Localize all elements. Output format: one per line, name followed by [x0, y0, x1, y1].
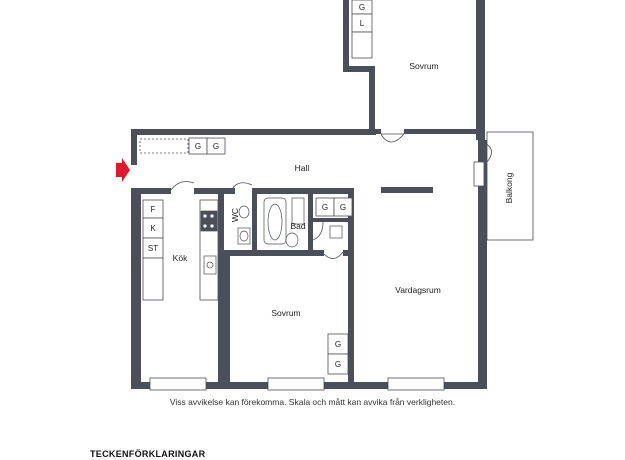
fixture-label: L [360, 19, 365, 28]
fixture-label: ST [148, 244, 158, 253]
fixture-label: F [151, 205, 156, 214]
fixture-label: G [195, 142, 201, 151]
windows [149, 161, 485, 391]
appliances [200, 197, 343, 275]
entrance-arrow-icon [116, 158, 130, 182]
room-label-balkong: Balkong [504, 172, 514, 203]
room-label-vardagsrum: Vardagsrum [395, 285, 441, 295]
fixture-labels: G L G G G G F K ST G G [148, 3, 365, 369]
room-labels: Sovrum Hall Balkong WC Bad Kök Sovrum Va… [173, 61, 514, 318]
room-label-sovrum-bottom: Sovrum [271, 308, 300, 318]
balcony [486, 131, 534, 241]
fixture-label: K [150, 224, 156, 233]
fixture-label: G [340, 203, 346, 212]
room-label-kok: Kök [173, 253, 188, 263]
fixture-label: G [359, 3, 365, 12]
fixture-label: G [213, 142, 219, 151]
walls [131, 0, 487, 389]
fixture-label: G [335, 340, 341, 349]
room-label-sovrum-top: Sovrum [409, 61, 438, 71]
room-label-hall: Hall [295, 163, 310, 173]
fixture-boxes [139, 0, 373, 375]
room-label-bad: Bad [290, 221, 305, 231]
disclaimer-text: Viss avvikelse kan förekomma. Skala och … [169, 397, 456, 407]
room-label-wc: WC [230, 208, 240, 222]
doors [170, 133, 492, 259]
fixture-label: G [322, 203, 328, 212]
legend-title: TECKENFÖRKLARINGAR [90, 449, 206, 459]
fixture-label: G [335, 360, 341, 369]
